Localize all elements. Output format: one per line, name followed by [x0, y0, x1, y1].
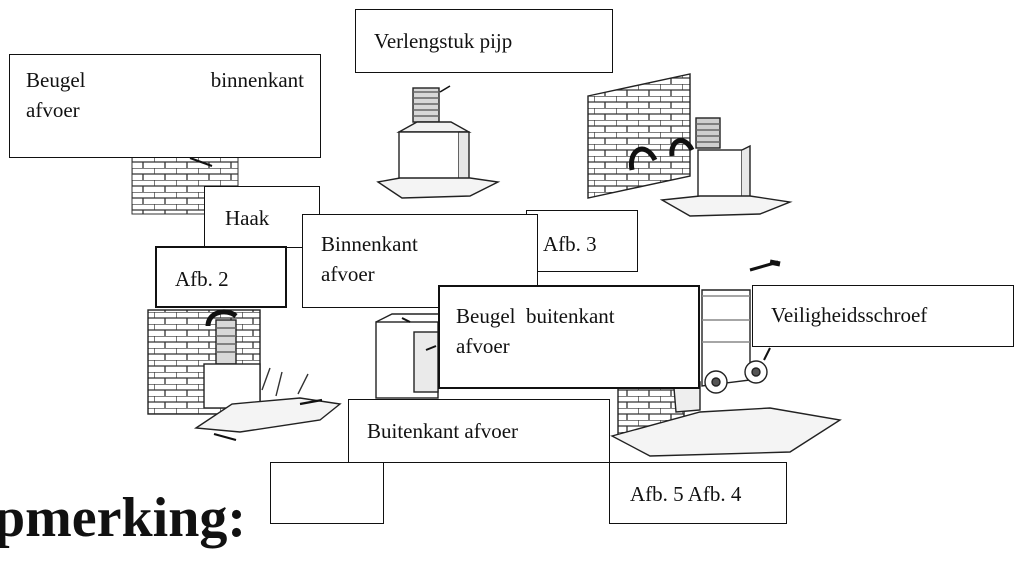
hood-extension-pipe-illustration	[376, 85, 501, 199]
label-afb-2-text: Afb. 2	[175, 267, 229, 291]
label-verlengstuk-pijp: Verlengstuk pijp	[355, 9, 613, 73]
label-binnenkant-text: Binnenkant	[321, 232, 418, 256]
wall-bracket-illustration	[131, 147, 239, 215]
label-verlengstuk-text: Verlengstuk pijp	[374, 29, 513, 53]
label-beugel-word: Beugel	[26, 68, 86, 92]
label-afb-3-text: Afb. 3	[543, 232, 597, 256]
label-binnenkant-afvoer: Binnenkant afvoer	[302, 214, 538, 308]
label-beugel-buitenkant-afvoer: Beugel buitenkant afvoer	[438, 285, 700, 389]
label-afb-5-afb-4-text: Afb. 5 Afb. 4	[630, 482, 742, 506]
label-afvoer-word: afvoer	[26, 98, 80, 123]
label-buitenkant-afvoer-word: afvoer	[456, 334, 510, 359]
label-haak: Haak	[204, 186, 320, 248]
label-veiligheidsschroef-text: Veiligheidsschroef	[771, 303, 928, 327]
label-buitenkant-afvoer-text: Buitenkant afvoer	[367, 419, 519, 443]
label-afb-2: Afb. 2	[155, 246, 287, 308]
label-afb-3: Afb. 3	[526, 210, 638, 272]
label-haak-text: Haak	[225, 206, 270, 230]
empty-label-box	[270, 462, 384, 524]
opmerking-heading: pmerking:	[0, 487, 246, 549]
label-binnenkant-word: binnenkant	[210, 68, 304, 92]
label-afb-5-afb-4: Afb. 5 Afb. 4	[609, 462, 787, 524]
label-beugel-buitenkant-text: Beugel buitenkant	[456, 304, 615, 328]
center-hood-illustration	[375, 313, 439, 399]
inner-exhaust-hood-illustration	[147, 309, 342, 442]
label-beugel-binnenkant-afvoer: Beugel binnenkant afvoer	[9, 54, 321, 158]
hood-hook-wall-illustration	[587, 73, 793, 217]
label-buitenkant-afvoer: Buitenkant afvoer	[348, 399, 610, 463]
label-veiligheidsschroef: Veiligheidsschroef	[752, 285, 1014, 347]
outer-exhaust-hood-illustration	[610, 259, 842, 457]
label-binnenkant-afvoer-text: afvoer	[321, 262, 375, 287]
